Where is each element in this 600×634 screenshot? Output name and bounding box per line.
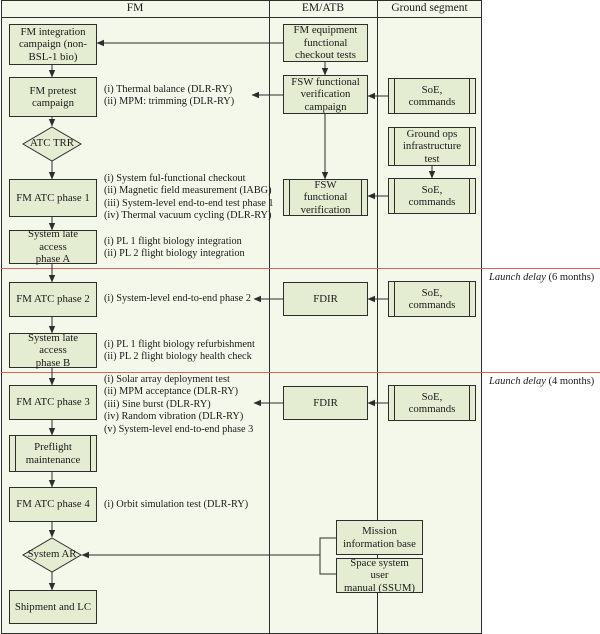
preflight-maintenance-box: Preflight maintenance (9, 435, 97, 472)
late-access-a-box: System late access phase A (9, 228, 97, 265)
atc4-notes: (i) Orbit simulation test (DLR-RY) (104, 499, 249, 510)
system-ar-label: System AR (27, 548, 77, 560)
bracket-mission-ssum (319, 537, 336, 575)
soe-commands-box-4: SoE, commands (388, 385, 476, 421)
ground-ops-test-box: Ground ops infrastructure test (388, 127, 476, 166)
atc1-notes: (i) System ful-functional checkout (ii) … (104, 173, 274, 222)
launch-delay-duration-2: (4 months) (548, 376, 595, 387)
fsw-verification-box: FSW functional verification (283, 179, 368, 216)
mission-information-box: Mission information base (336, 520, 423, 555)
pretest-notes: (i) Thermal balance (DLR-RY) (ii) MPM: t… (104, 84, 235, 108)
fm-equipment-checkout-box: FM equipment functional checkout tests (283, 24, 368, 62)
launch-delay-text-2: Launch delay (489, 376, 546, 387)
atc3-notes: (i) Solar array deployment test (ii) MPM… (104, 374, 254, 435)
soe-commands-box-2: SoE, commands (388, 178, 476, 214)
fm-pretest-box: FM pretest campaign (9, 77, 97, 117)
soe-commands-box-1: SoE, commands (388, 78, 476, 114)
shipment-box: Shipment and LC (9, 590, 97, 624)
soe-commands-box-3: SoE, commands (388, 281, 476, 317)
late-a-notes: (i) PL 1 flight biology integration (ii)… (104, 236, 245, 260)
fsw-campaign-box: FSW functional verification campaign (283, 75, 368, 114)
launch-delay-text-1: Launch delay (489, 272, 546, 283)
fm-integration-box: FM integration campaign (non- BSL-1 bio) (9, 24, 97, 65)
fdir-box-2: FDIR (283, 386, 368, 420)
ssum-box: Space system user manual (SSUM) (336, 557, 423, 594)
launch-delay-duration-1: (6 months) (548, 272, 595, 283)
atc-trr-label: ATC TRR (30, 137, 74, 149)
atc2-notes: (i) System-level end-to-end phase 2 (104, 293, 251, 304)
late-access-b-box: System late access phase B (9, 332, 97, 369)
launch-delay-label-2: Launch delay (4 months) (489, 376, 594, 387)
lane-title-fm: FM (126, 2, 144, 14)
fm-atc2-box: FM ATC phase 2 (9, 282, 97, 317)
launch-delay-label-1: Launch delay (6 months) (489, 272, 594, 283)
fm-atc4-box: FM ATC phase 4 (9, 487, 97, 522)
late-b-notes: (i) PL 1 flight biology refurbishment (i… (104, 339, 255, 363)
fdir-box-1: FDIR (283, 282, 368, 316)
fm-atc3-box: FM ATC phase 3 (9, 385, 97, 420)
fm-atc1-box: FM ATC phase 1 (9, 179, 97, 217)
lane-title-ground: Ground segment (391, 2, 468, 14)
lane-title-em: EM/ATB (301, 2, 345, 14)
